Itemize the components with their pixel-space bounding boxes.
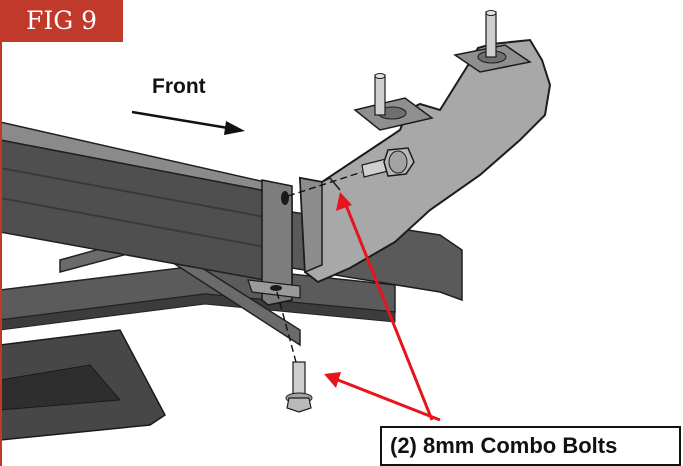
lower-bolt-path	[276, 291, 297, 363]
figure-frame-edge	[0, 42, 2, 466]
lower-bolt-head	[286, 397, 312, 413]
callout-arrow-lower-head	[324, 372, 341, 388]
callout-arrow-upper	[344, 204, 434, 421]
upper-stud-tip	[485, 10, 497, 16]
front-arrow-shaft	[131, 110, 229, 130]
rail-groove	[0, 167, 293, 223]
rail-groove-lower	[0, 197, 293, 253]
rail-hole-upper	[281, 191, 289, 205]
bracket-flange	[299, 177, 323, 274]
bracket-edge	[321, 177, 341, 191]
front-arrow-head	[224, 121, 245, 135]
callout-arrow-upper-head	[336, 192, 352, 211]
bolt-callout-box: (2) 8mm Combo Bolts	[380, 426, 681, 466]
mid-stud-tip	[374, 73, 386, 79]
callout-arrow-lower	[337, 378, 441, 422]
end-bracket	[261, 179, 293, 306]
upper-stud	[485, 11, 497, 58]
lower-brace-face	[0, 293, 396, 331]
bottom-frame-hatch	[0, 364, 122, 411]
front-label: Front	[152, 75, 206, 98]
upper-bolt-path	[287, 171, 363, 197]
mid-stud	[374, 74, 386, 116]
upper-bolt-flange	[388, 150, 408, 174]
lower-bolt-shank	[292, 361, 306, 395]
figure-tag: FIG 9	[0, 0, 123, 42]
rail-hole-lower	[270, 285, 282, 291]
